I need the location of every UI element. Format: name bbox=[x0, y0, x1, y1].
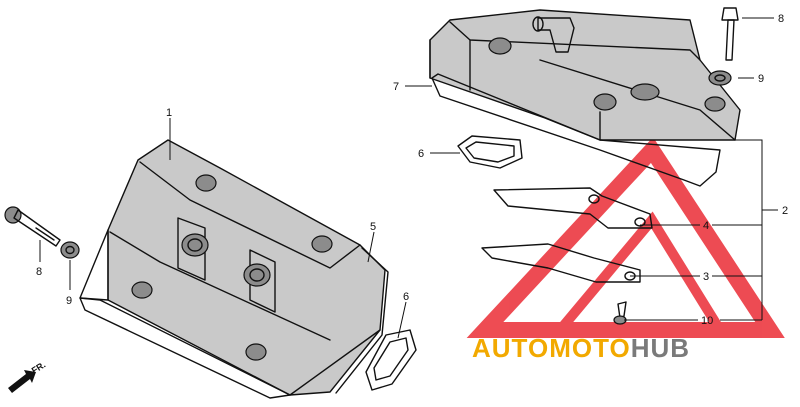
callout-8-right: 8 bbox=[778, 13, 784, 25]
watermark-text: AUTOMOTOHUB bbox=[472, 333, 690, 363]
gasket-7 bbox=[431, 73, 721, 187]
callout-6-left: 6 bbox=[403, 291, 409, 303]
cylinder-head-cover-left bbox=[79, 139, 386, 399]
callout-2: 2 bbox=[782, 205, 788, 217]
callout-7: 7 bbox=[393, 81, 399, 93]
watermark-part2: HUB bbox=[631, 333, 690, 363]
callout-9-right: 9 bbox=[758, 73, 764, 85]
callout-3: 3 bbox=[703, 271, 709, 283]
gasket-5 bbox=[335, 247, 389, 394]
watermark-part1: AUTOMOTO bbox=[472, 333, 631, 363]
callout-6-right: 6 bbox=[418, 148, 424, 160]
callout-8-left: 8 bbox=[36, 266, 42, 278]
arrow-left-down-icon bbox=[8, 370, 36, 393]
cylinder-head-cover-right bbox=[429, 9, 741, 141]
callout-5: 5 bbox=[370, 221, 376, 233]
plate-3 bbox=[481, 243, 641, 283]
callout-4: 4 bbox=[703, 220, 709, 232]
washer-9-right bbox=[708, 70, 732, 86]
callout-1: 1 bbox=[166, 107, 172, 119]
watermark-logo bbox=[466, 137, 785, 338]
washer-9-left bbox=[60, 241, 80, 259]
plug-hole-gasket-6-right bbox=[457, 135, 523, 169]
callout-9-left: 9 bbox=[66, 295, 72, 307]
plug-hole-gasket-6-left bbox=[365, 329, 417, 391]
screw-10 bbox=[613, 301, 627, 325]
bolt-8-right bbox=[721, 7, 739, 61]
plate-4 bbox=[493, 187, 653, 229]
direction-label: FR. bbox=[30, 360, 48, 376]
callout-10: 10 bbox=[701, 315, 713, 327]
bolt-8-left bbox=[4, 206, 61, 247]
